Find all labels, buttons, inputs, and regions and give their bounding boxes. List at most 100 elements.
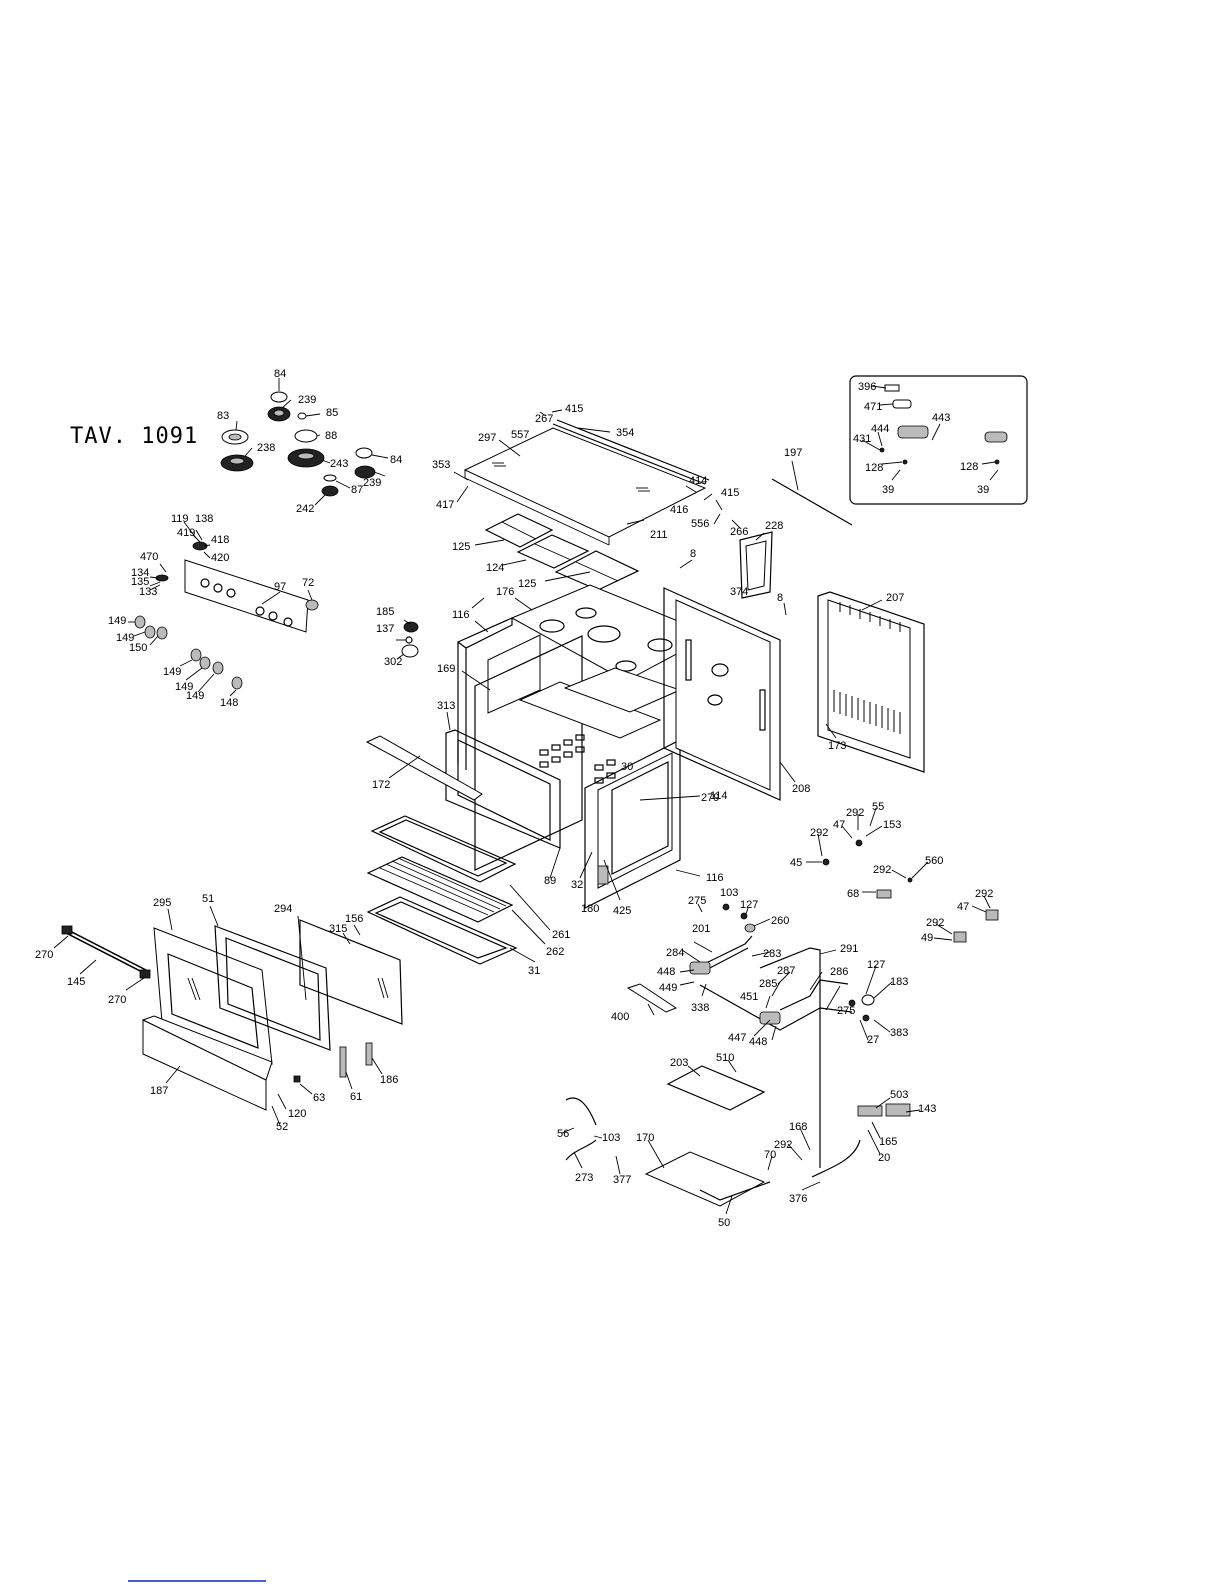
part-number-label: 27 — [867, 1034, 879, 1046]
part-number-label: 148 — [220, 697, 238, 709]
rod-197 — [771, 478, 853, 526]
part-number-label: 150 — [129, 642, 147, 654]
part-number-label: 61 — [350, 1091, 362, 1103]
part-number-label: 377 — [613, 1174, 631, 1186]
part-number-label: 84 — [390, 454, 402, 466]
part-number-label: 127 — [740, 899, 758, 911]
part-number-label: 313 — [437, 700, 455, 712]
part-number-label: 45 — [790, 857, 802, 869]
hinges — [293, 1042, 373, 1083]
part-number-label: 471 — [864, 401, 882, 413]
part-number-label: 470 — [140, 551, 158, 563]
part-number-label: 417 — [436, 499, 454, 511]
part-number-label: 32 — [571, 879, 583, 891]
part-number-label: 50 — [718, 1217, 730, 1229]
part-number-label: 273 — [575, 1172, 593, 1184]
part-number-label: 149 — [186, 690, 204, 702]
leader-lines — [53, 378, 999, 1215]
part-number-label: 376 — [789, 1193, 807, 1205]
part-number-label: 47 — [957, 901, 969, 913]
part-number-label: 138 — [195, 513, 213, 525]
diagram-title: TAV. 1091 — [70, 424, 199, 449]
part-number-label: 228 — [765, 520, 783, 532]
part-number-label: 186 — [380, 1074, 398, 1086]
part-number-label: 114 — [710, 790, 728, 802]
panel-228 — [739, 531, 773, 599]
part-number-label: 292 — [774, 1139, 792, 1151]
part-number-label: 137 — [376, 623, 394, 635]
part-number-label: 266 — [730, 526, 748, 538]
part-number-label: 260 — [771, 915, 789, 927]
part-number-label: 135 — [131, 576, 149, 588]
part-number-label: 400 — [611, 1011, 629, 1023]
part-number-label: 55 — [872, 801, 884, 813]
part-number-label: 183 — [890, 976, 908, 988]
part-number-label: 448 — [657, 966, 675, 978]
part-number-label: 172 — [372, 779, 390, 791]
part-number-label: 153 — [883, 819, 901, 831]
part-number-label: 302 — [384, 656, 402, 668]
part-number-label: 156 — [345, 913, 363, 925]
part-number-label: 292 — [975, 888, 993, 900]
part-number-label: 197 — [784, 447, 802, 459]
part-number-label: 49 — [921, 932, 933, 944]
part-number-label: 238 — [257, 442, 275, 454]
cavity-vents — [539, 734, 616, 784]
part-number-label: 168 — [789, 1121, 807, 1133]
pan-supports — [484, 513, 640, 591]
part-number-label: 149 — [116, 632, 134, 644]
part-number-label: 51 — [202, 893, 214, 905]
part-number-label: 68 — [847, 888, 859, 900]
part-number-label: 239 — [363, 477, 381, 489]
part-number-label: 39 — [882, 484, 894, 496]
part-number-label: 201 — [692, 923, 710, 935]
burner-assembly — [401, 621, 419, 658]
part-number-label: 127 — [867, 959, 885, 971]
part-number-label: 180 — [581, 903, 599, 915]
part-number-label: 239 — [298, 394, 316, 406]
part-number-label: 374 — [730, 586, 748, 598]
oven-door — [141, 919, 403, 1111]
part-number-label: 83 — [217, 410, 229, 422]
part-number-label: 243 — [330, 458, 348, 470]
part-number-label: 8 — [690, 548, 696, 560]
part-number-label: 292 — [926, 917, 944, 929]
part-number-label: 203 — [670, 1057, 688, 1069]
footer-link-underline — [128, 1580, 266, 1582]
part-number-label: 270 — [108, 994, 126, 1006]
part-number-label: 419 — [177, 527, 195, 539]
part-number-label: 70 — [764, 1149, 776, 1161]
part-number-label: 270 — [35, 949, 53, 961]
bottom-plates — [565, 1065, 911, 1207]
part-number-label: 208 — [792, 783, 810, 795]
part-number-label: 128 — [960, 461, 978, 473]
oven-trays — [366, 815, 518, 965]
part-number-label: 84 — [274, 368, 286, 380]
part-number-label: 185 — [376, 606, 394, 618]
part-number-label: 275 — [688, 895, 706, 907]
oven-cabinet — [456, 587, 781, 909]
control-panel — [184, 559, 319, 633]
part-number-label: 414 — [689, 475, 707, 487]
part-number-label: 97 — [274, 581, 286, 593]
part-number-label: 431 — [853, 433, 871, 445]
part-number-label: 444 — [871, 423, 889, 435]
part-number-label: 116 — [706, 872, 724, 884]
part-number-label: 143 — [918, 1103, 936, 1115]
part-number-label: 383 — [890, 1027, 908, 1039]
part-number-label: 173 — [828, 740, 846, 752]
part-number-label: 145 — [67, 976, 85, 988]
part-number-label: 103 — [720, 887, 738, 899]
part-number-label: 8 — [777, 592, 783, 604]
part-number-label: 149 — [175, 681, 193, 693]
part-number-label: 556 — [691, 518, 709, 530]
part-number-label: 415 — [565, 403, 583, 415]
part-number-label: 116 — [452, 609, 470, 621]
part-number-label: 128 — [865, 462, 883, 474]
part-number-label: 39 — [977, 484, 989, 496]
part-number-label: 207 — [886, 592, 904, 604]
valve-detail-inset — [849, 375, 1028, 505]
part-number-label: 262 — [546, 946, 564, 958]
